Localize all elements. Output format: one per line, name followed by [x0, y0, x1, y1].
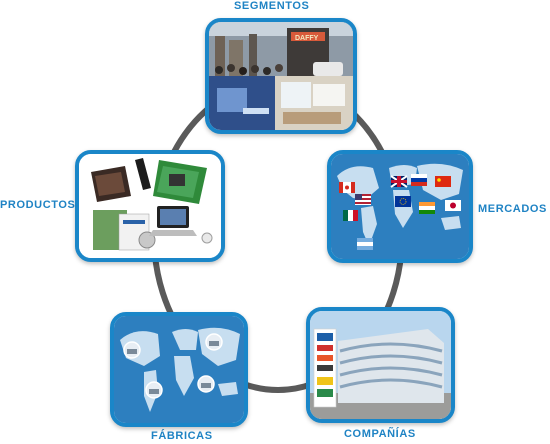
- label-companias: COMPAÑÍAS: [344, 428, 416, 440]
- company-logo-1-icon: [317, 333, 333, 341]
- company-logo-2-icon: [317, 345, 333, 351]
- flag-usa-icon: [355, 194, 371, 205]
- label-segmentos: SEGMENTOS: [234, 0, 310, 12]
- segmentos-photo-collage: DAFFY: [209, 22, 353, 130]
- flag-mexico-icon: [343, 210, 358, 221]
- flag-india-icon: [419, 202, 435, 214]
- label-productos: PRODUCTOS: [0, 199, 76, 211]
- flag-argentina-icon: [357, 238, 373, 250]
- company-logo-6-icon: [317, 389, 333, 397]
- mercados-image[interactable]: [327, 150, 473, 263]
- flag-russia-icon: [411, 174, 427, 186]
- company-logo-3-icon: [317, 355, 333, 361]
- company-logo-4-icon: [317, 365, 333, 371]
- factory-marker-2: [205, 333, 223, 351]
- flag-uk-icon: [390, 175, 408, 188]
- companias-building-render: [310, 311, 451, 419]
- companias-image[interactable]: [306, 307, 455, 423]
- fabricas-world-map: [114, 316, 244, 423]
- factory-marker-4: [197, 375, 215, 393]
- segmentos-image[interactable]: DAFFY: [205, 18, 357, 134]
- company-logo-5-icon: [317, 377, 333, 385]
- fabricas-image[interactable]: [110, 312, 248, 427]
- mercados-world-map-flags: [331, 154, 469, 259]
- factory-marker-3: [145, 381, 163, 399]
- productos-photo-collage: [79, 154, 221, 258]
- flag-japan-icon: [445, 200, 461, 211]
- flag-eu-icon: [395, 196, 411, 207]
- productos-image[interactable]: [75, 150, 225, 262]
- flag-canada-icon: [339, 182, 355, 193]
- label-fabricas: FÁBRICAS: [151, 430, 213, 442]
- factory-marker-1: [123, 341, 141, 359]
- flag-china-icon: [435, 176, 451, 187]
- sign-daffy: DAFFY: [295, 35, 319, 42]
- label-mercados: MERCADOS: [478, 203, 547, 215]
